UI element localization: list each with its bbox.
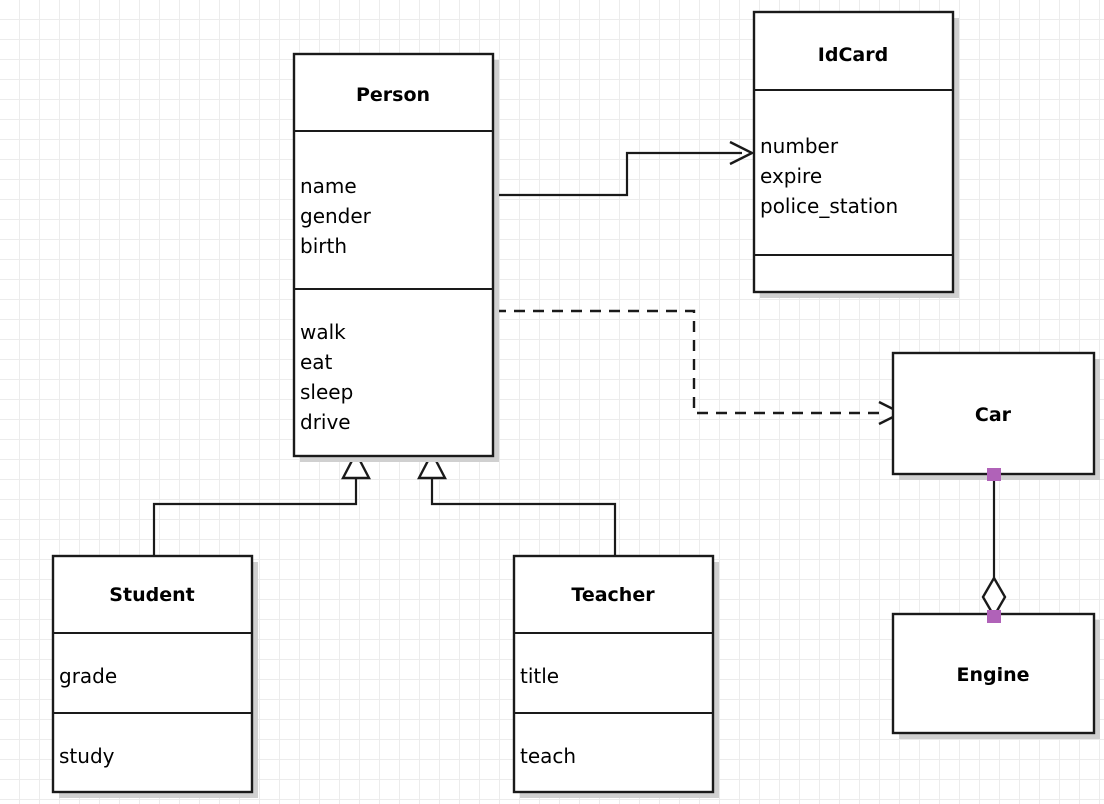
attribute-item: grade (59, 664, 117, 688)
class-box-idcard[interactable]: IdCard number expire police_station (752, 10, 959, 298)
association-person-idcard[interactable] (493, 140, 755, 197)
class-name-student: Student (109, 584, 194, 606)
attribute-item: police_station (760, 194, 898, 218)
association-line (493, 151, 742, 197)
method-item: study (59, 744, 115, 768)
aggregation-car-engine[interactable] (981, 474, 1007, 619)
class-box-car[interactable]: Car (891, 351, 1100, 480)
box-outline (512, 554, 715, 794)
attribute-item: number (760, 134, 839, 158)
box-outline (752, 10, 955, 294)
attribute-item: gender (300, 204, 372, 228)
attribute-item: expire (760, 164, 822, 188)
generalization-line (152, 478, 358, 556)
dependency-line (495, 309, 880, 415)
class-box-student[interactable]: Student grade study (51, 554, 258, 798)
box-outline (891, 612, 1096, 735)
open-arrow-head-icon (729, 140, 755, 166)
class-box-engine[interactable]: Engine (891, 612, 1100, 739)
connection-point-handle-engine[interactable] (987, 610, 1001, 623)
generalization-teacher-person[interactable] (417, 450, 617, 556)
hollow-triangle-icon (341, 450, 371, 480)
attribute-item: name (300, 174, 357, 198)
class-box-person[interactable]: Person name gender birth walk eat sleep … (292, 52, 499, 462)
dependency-person-car[interactable] (495, 309, 904, 426)
connection-point-handle-car[interactable] (987, 468, 1001, 481)
class-name-engine: Engine (956, 664, 1029, 686)
method-item: drive (300, 410, 351, 434)
class-name-person: Person (356, 84, 430, 106)
class-name-idcard: IdCard (818, 44, 888, 66)
box-outline (292, 52, 495, 458)
generalization-line (430, 478, 617, 556)
generalization-student-person[interactable] (152, 450, 371, 556)
method-item: sleep (300, 380, 353, 404)
attribute-item: title (520, 664, 559, 688)
method-item: walk (300, 320, 346, 344)
attribute-item: birth (300, 234, 347, 258)
class-name-car: Car (975, 404, 1012, 426)
class-name-teacher: Teacher (571, 584, 655, 606)
box-outline (51, 554, 254, 794)
box-outline (891, 351, 1096, 476)
method-item: teach (520, 744, 576, 768)
method-item: eat (300, 350, 333, 374)
hollow-triangle-icon (417, 450, 447, 480)
class-box-teacher[interactable]: Teacher title teach (512, 554, 719, 798)
